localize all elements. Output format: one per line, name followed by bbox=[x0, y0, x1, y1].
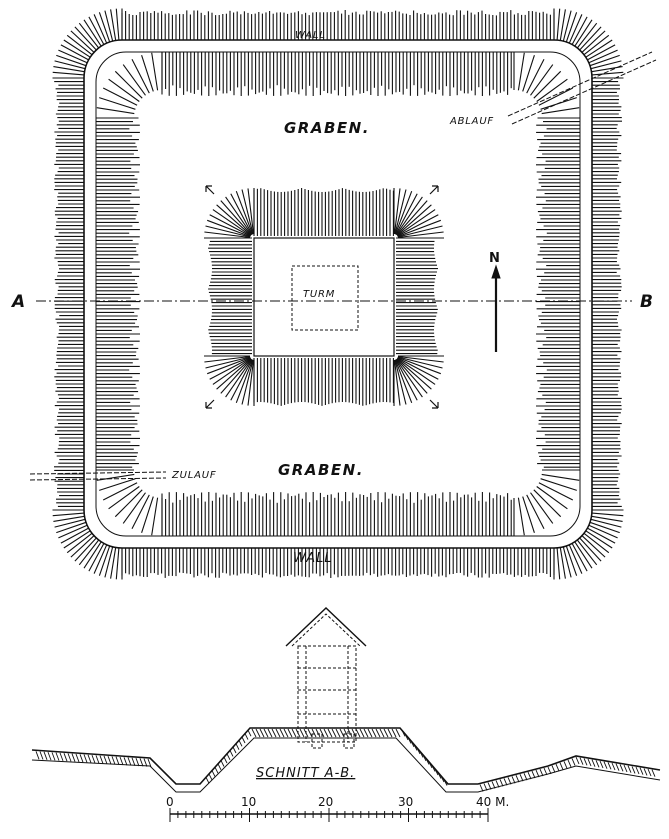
label-zulauf: ZULAUF bbox=[171, 470, 216, 481]
mound-hatching bbox=[204, 188, 444, 406]
section-ground-profile bbox=[31, 727, 661, 793]
section-title: SCHNITT A-B. bbox=[256, 766, 355, 781]
ablauf-channel bbox=[507, 51, 657, 125]
mound-plateau bbox=[253, 237, 395, 357]
wall-hatching bbox=[52, 8, 624, 580]
label-section-b: B bbox=[640, 292, 653, 312]
scale-label-0: 0 bbox=[166, 795, 174, 809]
scale-label-10: 10 bbox=[241, 795, 256, 809]
label-ablauf: ABLAUF bbox=[449, 116, 494, 127]
label-wall-bottom: WALL bbox=[293, 551, 333, 566]
label-graben-top: GRABEN. bbox=[284, 119, 370, 137]
tower-elevation bbox=[285, 607, 367, 749]
mound-corner-marks bbox=[205, 185, 439, 409]
scale-bar bbox=[169, 808, 489, 822]
north-arrow-icon bbox=[491, 264, 501, 352]
scale-label-20: 20 bbox=[318, 795, 333, 809]
label-north: N bbox=[489, 251, 501, 266]
wall-crest-outer bbox=[83, 39, 593, 549]
tower-footprint bbox=[291, 265, 359, 331]
zulauf-channel bbox=[29, 471, 167, 481]
wall-crest-inner bbox=[95, 51, 581, 537]
label-graben-bottom: GRABEN. bbox=[278, 461, 364, 479]
label-turm: TURM bbox=[303, 289, 335, 300]
scale-label-30: 30 bbox=[398, 795, 413, 809]
scale-label-40: 40 M. bbox=[476, 795, 509, 809]
label-section-a: A bbox=[10, 292, 25, 312]
section-soil-hatching bbox=[35, 728, 656, 792]
label-wall-top: WALL bbox=[295, 30, 326, 41]
